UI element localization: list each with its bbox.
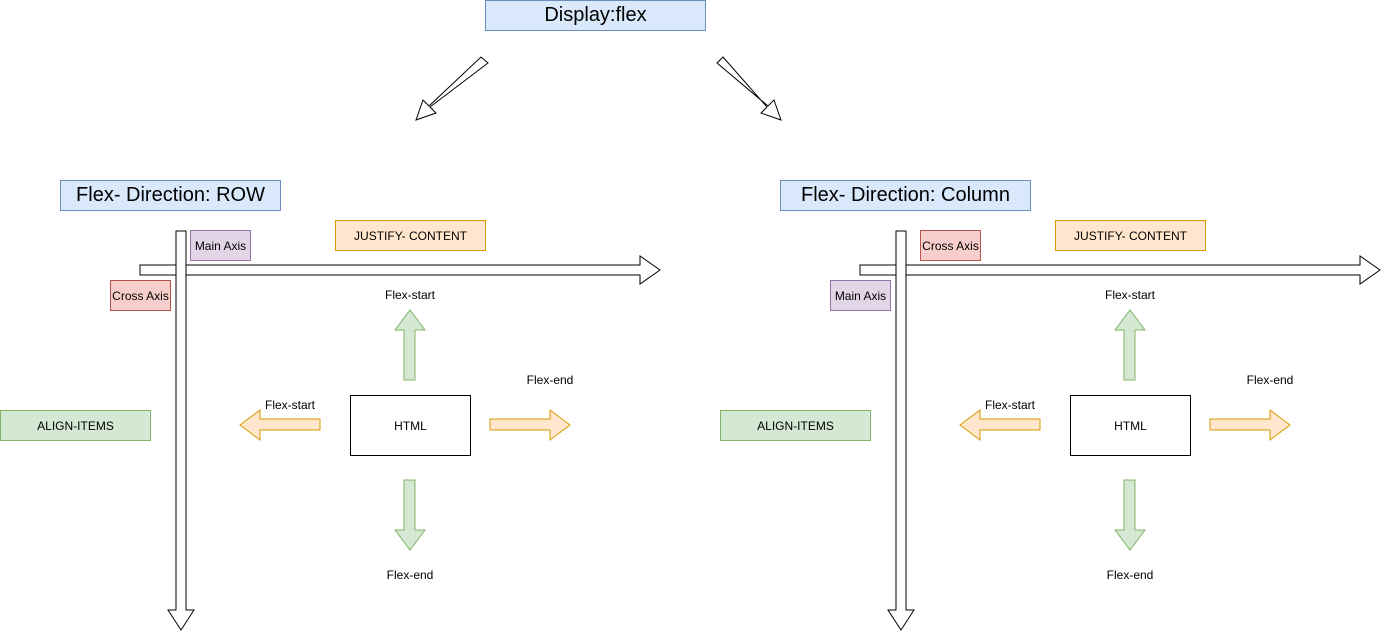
- row-left-flex-start-label: Flex-start: [264, 398, 316, 412]
- left-arrow: [239, 409, 321, 441]
- vertical-axis-arrow: [887, 230, 915, 631]
- horizontal-axis-arrow: [859, 255, 1381, 285]
- row-bottom-flex-end-label: Flex-end: [386, 568, 434, 582]
- column-heading: Flex- Direction: Column: [780, 180, 1031, 211]
- row-right-flex-end-label: Flex-end: [526, 373, 574, 387]
- row-top-flex-start-label: Flex-start: [384, 288, 436, 302]
- down-arrow: [1114, 479, 1146, 551]
- row-justify-content-label: JUSTIFY- CONTENT: [335, 220, 486, 251]
- up-arrow: [1114, 309, 1146, 381]
- column-left-flex-start-label: Flex-start: [984, 398, 1036, 412]
- column-html-box: HTML: [1070, 395, 1191, 456]
- column-panel-arrows: [859, 230, 1381, 631]
- column-align-items-label: ALIGN-ITEMS: [720, 410, 871, 441]
- vertical-axis-arrow: [167, 230, 195, 631]
- row-align-items-label: ALIGN-ITEMS: [0, 410, 151, 441]
- horizontal-axis-arrow: [139, 255, 661, 285]
- row-left-axis-tag: Cross Axis: [110, 280, 171, 311]
- row-heading: Flex- Direction: ROW: [60, 180, 281, 211]
- title-to-row-arrow: [415, 56, 489, 121]
- display-flex-title: Display:flex: [485, 0, 706, 31]
- column-right-flex-end-label: Flex-end: [1246, 373, 1294, 387]
- left-arrow: [959, 409, 1041, 441]
- right-arrow: [489, 409, 571, 441]
- column-top-flex-start-label: Flex-start: [1104, 288, 1156, 302]
- row-html-box: HTML: [350, 395, 471, 456]
- column-left-axis-tag: Main Axis: [830, 280, 891, 311]
- column-justify-content-label: JUSTIFY- CONTENT: [1055, 220, 1206, 251]
- title-to-column-arrow: [716, 56, 782, 121]
- down-arrow: [394, 479, 426, 551]
- up-arrow: [394, 309, 426, 381]
- column-top-axis-tag: Cross Axis: [920, 230, 981, 261]
- column-bottom-flex-end-label: Flex-end: [1106, 568, 1154, 582]
- row-panel-arrows: [139, 230, 661, 631]
- row-top-axis-tag: Main Axis: [190, 230, 251, 261]
- right-arrow: [1209, 409, 1291, 441]
